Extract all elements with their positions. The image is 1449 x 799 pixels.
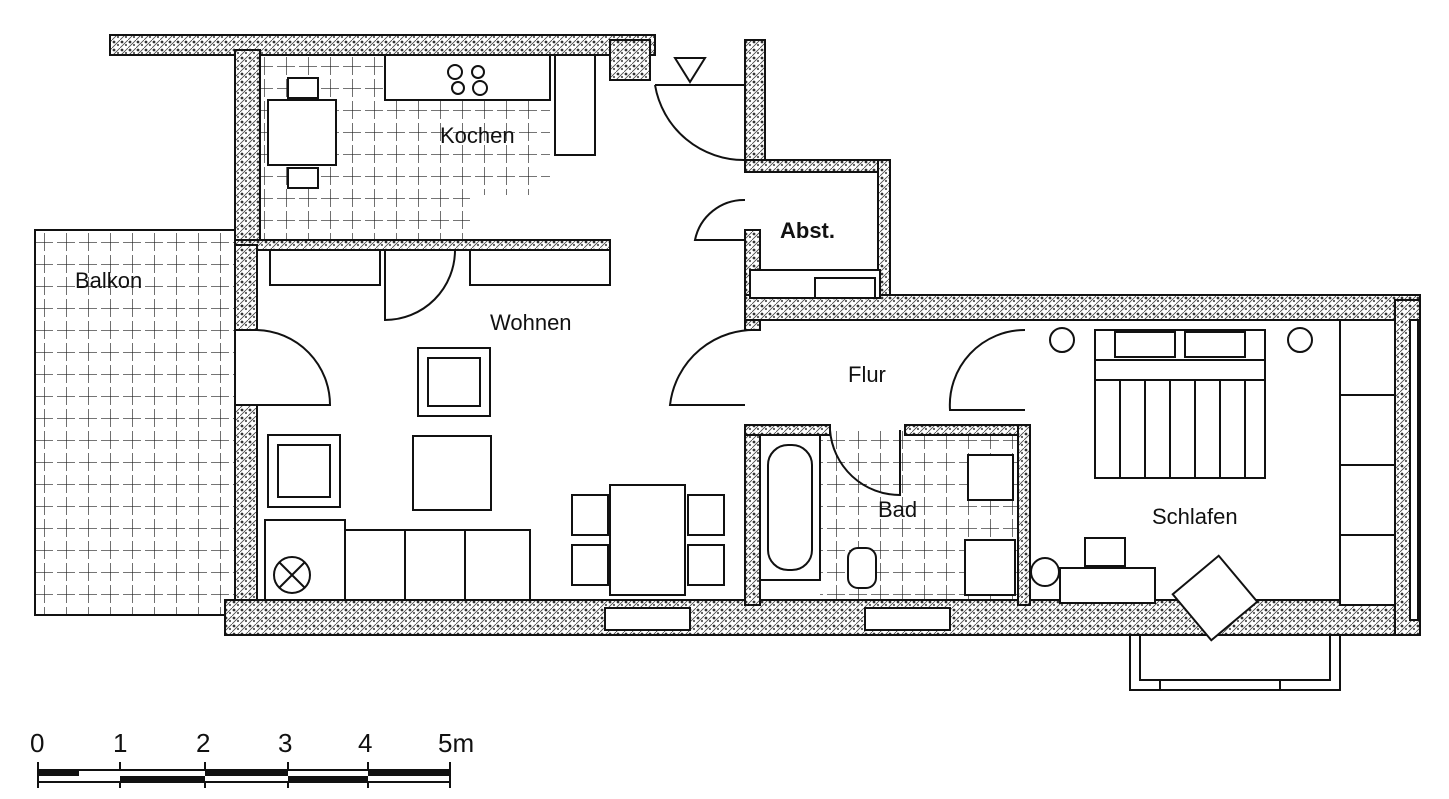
room-label-balcony: Balkon — [75, 268, 142, 293]
window — [604, 607, 691, 631]
room-label-bedroom: Schlafen — [1152, 504, 1238, 529]
scale-tick-label: 3 — [278, 728, 292, 758]
scale-tick-label: 5m — [438, 728, 474, 758]
balcony — [34, 229, 236, 616]
doors — [256, 84, 1026, 497]
storage-unit — [814, 277, 876, 299]
kitchen-furniture — [267, 54, 596, 189]
room-label-living: Wohnen — [490, 310, 572, 335]
window — [864, 607, 951, 631]
bedroom-furniture — [1030, 319, 1396, 642]
window — [1159, 679, 1281, 691]
scale-tick-label: 2 — [196, 728, 210, 758]
scale-tick-label: 1 — [113, 728, 127, 758]
room-label-bath: Bad — [878, 497, 917, 522]
scale-bar: 0 1 2 3 4 5m — [30, 728, 474, 788]
room-label-kitchen: Kochen — [440, 123, 515, 148]
scale-tick-label: 4 — [358, 728, 372, 758]
scale-tick-label: 0 — [30, 728, 44, 758]
bath-furniture — [759, 434, 1016, 596]
window — [1409, 319, 1419, 621]
room-label-storage: Abst. — [780, 218, 835, 243]
entrance-marker-icon — [673, 57, 707, 84]
room-label-hall: Flur — [848, 362, 886, 387]
living-furniture — [264, 249, 725, 601]
